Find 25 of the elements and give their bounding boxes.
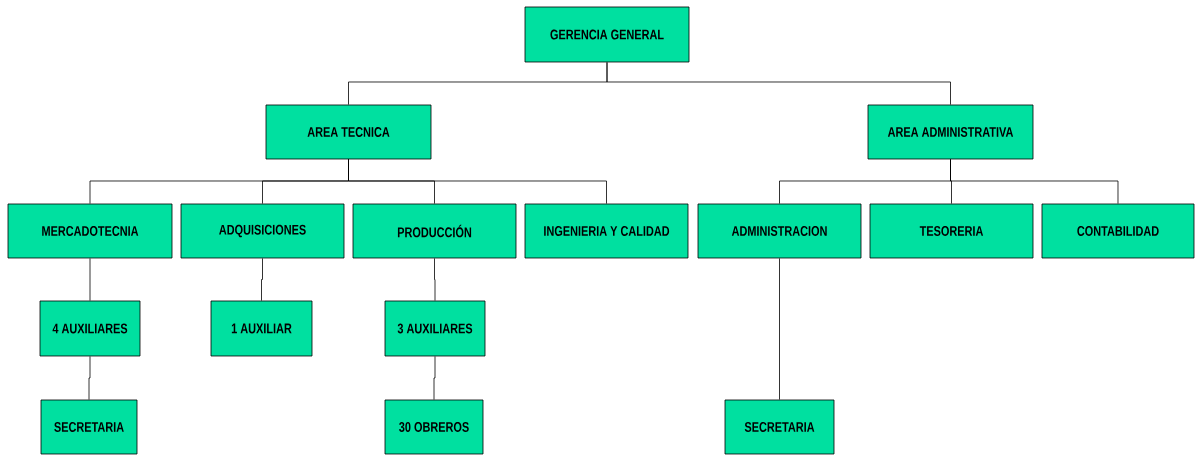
org-box: AREA TECNICA [265,104,432,160]
org-box: PRODUCCIÓN [352,203,517,259]
org-box: 4 AUXILIARES [39,300,141,357]
org-box: GERENCIA GENERAL [524,6,690,63]
connector-line [261,258,263,301]
org-box: ADQUISICIONES [180,203,345,259]
org-box: CONTABILIDAD [1041,203,1195,259]
connector-line [348,159,607,204]
org-box: 30 OBREROS [384,399,484,455]
connector-line [950,159,1119,204]
connector-line [434,258,436,301]
org-box: SECRETARIA [724,399,835,455]
connector-line [779,258,780,400]
org-box: 3 AUXILIARES [384,300,486,357]
connector-line [89,258,91,301]
org-box: SECRETARIA [40,399,138,455]
org-box: ADMINISTRACION [697,203,862,259]
org-box: INGENIERIA Y CALIDAD [524,203,689,259]
connector-line [433,356,436,400]
org-box: 1 AUXILIAR [210,300,313,357]
org-box: AREA ADMINISTRATIVA [867,104,1034,160]
org-box: TESORERIA [869,203,1034,259]
org-box: MERCADOTECNIA [7,203,173,259]
connector-line [88,356,91,400]
connector-line [606,62,951,105]
